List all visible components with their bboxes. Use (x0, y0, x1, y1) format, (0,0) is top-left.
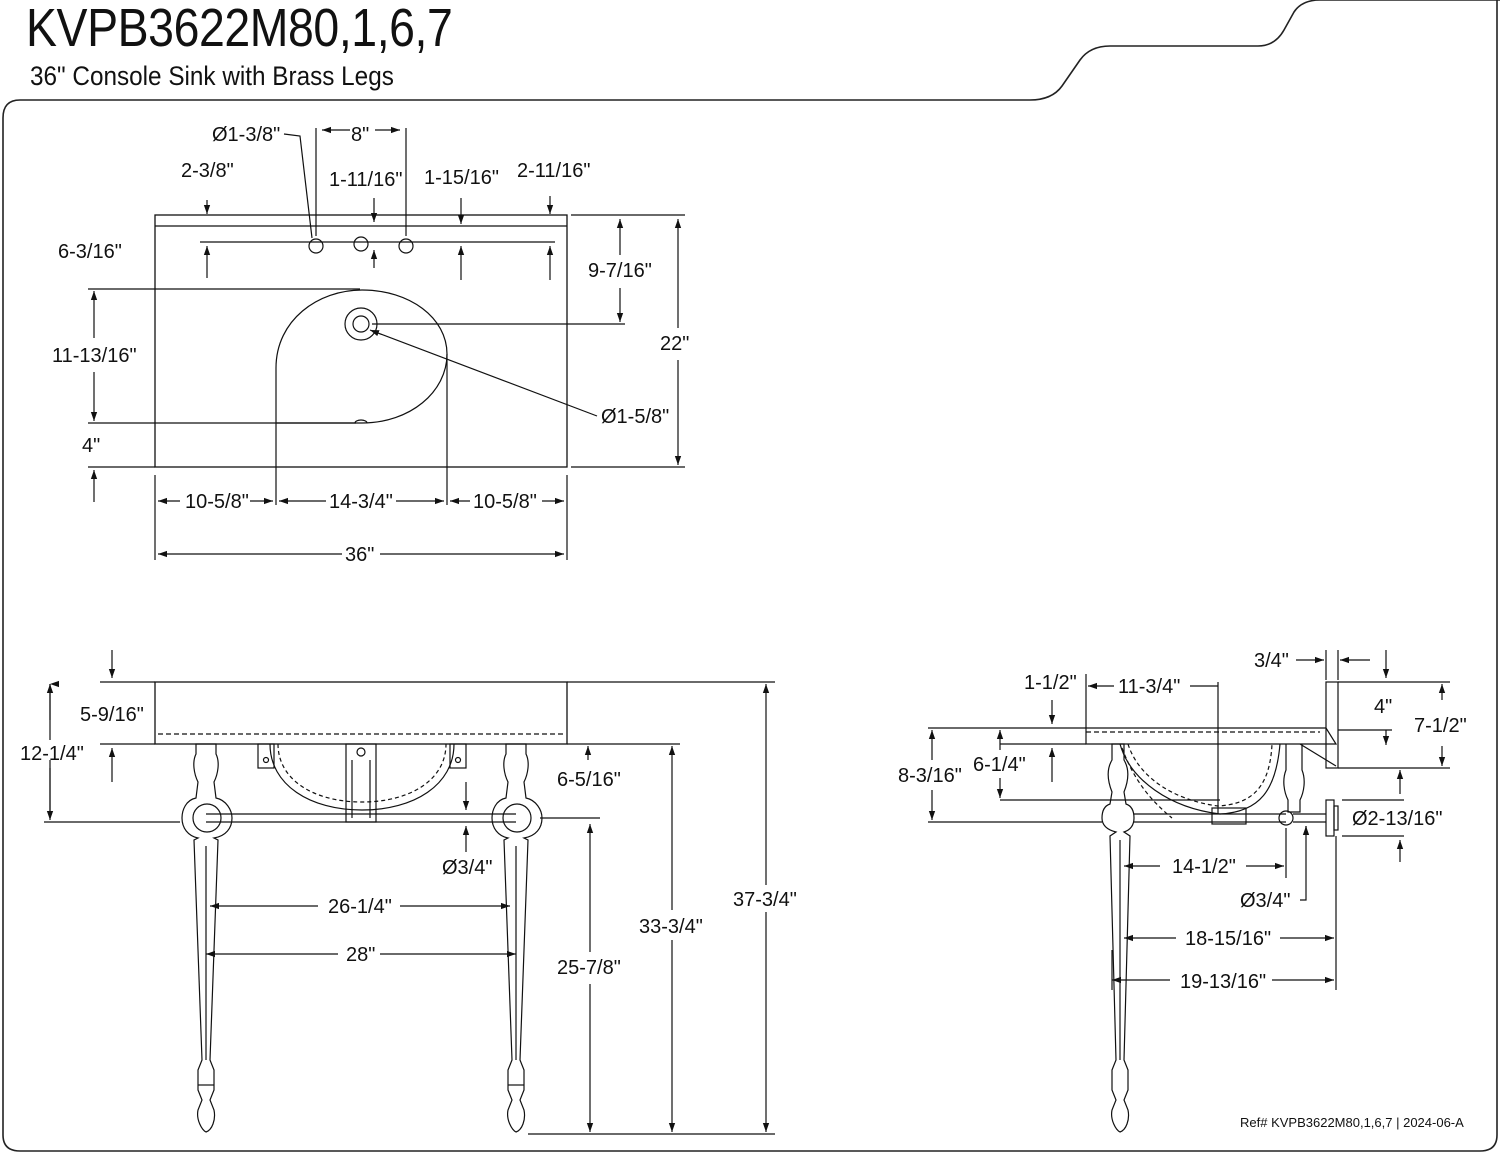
side-view (928, 650, 1450, 1133)
dim-hole-spacing: 8" (351, 124, 369, 146)
dim-back-to-drain: 9-7/16" (588, 260, 652, 282)
dim-flange-dia: Ø2-13/16" (1352, 808, 1443, 830)
dim-front-lip: 1-1/2" (1024, 672, 1077, 694)
dim-bar-dia: Ø3/4" (442, 857, 492, 879)
dim-overall-top: 7-1/2" (1414, 715, 1467, 737)
dim-top-height: 8-3/16" (898, 765, 962, 787)
dim-counter-height: 33-3/4" (639, 916, 703, 938)
dim-bowl-depth: 11-13/16" (52, 345, 137, 367)
dim-back-to-holes: 6-3/16" (58, 241, 122, 263)
dim-bowl-height: 6-1/4" (973, 754, 1026, 776)
dim-leg-depth: 18-15/16" (1185, 928, 1271, 950)
dim-backsplash-thickness: 3/4" (1254, 650, 1289, 672)
dim-bowl-width: 14-3/4" (329, 491, 393, 513)
dim-side-right: 10-5/8" (473, 491, 537, 513)
dim-top-thickness: 5-9/16" (80, 704, 144, 726)
model-subtitle: 36" Console Sink with Brass Legs (30, 61, 394, 91)
dim-inner-legs: 26-1/4" (328, 896, 392, 918)
dim-side-bar-dia: Ø3/4" (1240, 890, 1290, 912)
dim-top-to-bar: 12-1/4" (20, 743, 84, 765)
dim-hole-dia: Ø1-3/8" (212, 124, 280, 146)
front-right-leg (491, 743, 543, 1133)
dim-right-offset-a: 1-15/16" (424, 167, 499, 189)
dim-bar-height: 25-7/8" (557, 957, 621, 979)
dim-bowl-depth-side: 11-3/4" (1118, 676, 1180, 698)
dim-total-height: 37-3/4" (733, 889, 797, 911)
dim-drain-dia: Ø1-5/8" (601, 406, 669, 428)
dim-backsplash-height: 4" (1374, 696, 1392, 718)
dim-right-offset-b: 2-11/16" (517, 160, 590, 182)
dim-front-margin: 4" (82, 435, 100, 457)
dim-side-left: 10-5/8" (185, 491, 249, 513)
dim-left-offset: 2-3/8" (181, 160, 234, 182)
front-view (44, 650, 775, 1135)
front-left-leg (181, 743, 233, 1133)
reference-number: Ref# KVPB3622M80,1,6,7 | 2024-06-A (1240, 1115, 1464, 1130)
dim-overall-depth: 19-13/16" (1180, 971, 1266, 993)
dim-center-offset: 1-11/16" (329, 169, 402, 191)
dim-bar-drop: 6-5/16" (557, 769, 621, 791)
model-title: KVPB3622M80,1,6,7 (26, 0, 453, 58)
top-view (88, 126, 685, 560)
dim-depth: 22" (660, 333, 689, 355)
dim-width: 36" (345, 544, 374, 566)
dim-bar-depth: 14-1/2" (1172, 856, 1236, 878)
dim-outer-legs: 28" (346, 944, 375, 966)
